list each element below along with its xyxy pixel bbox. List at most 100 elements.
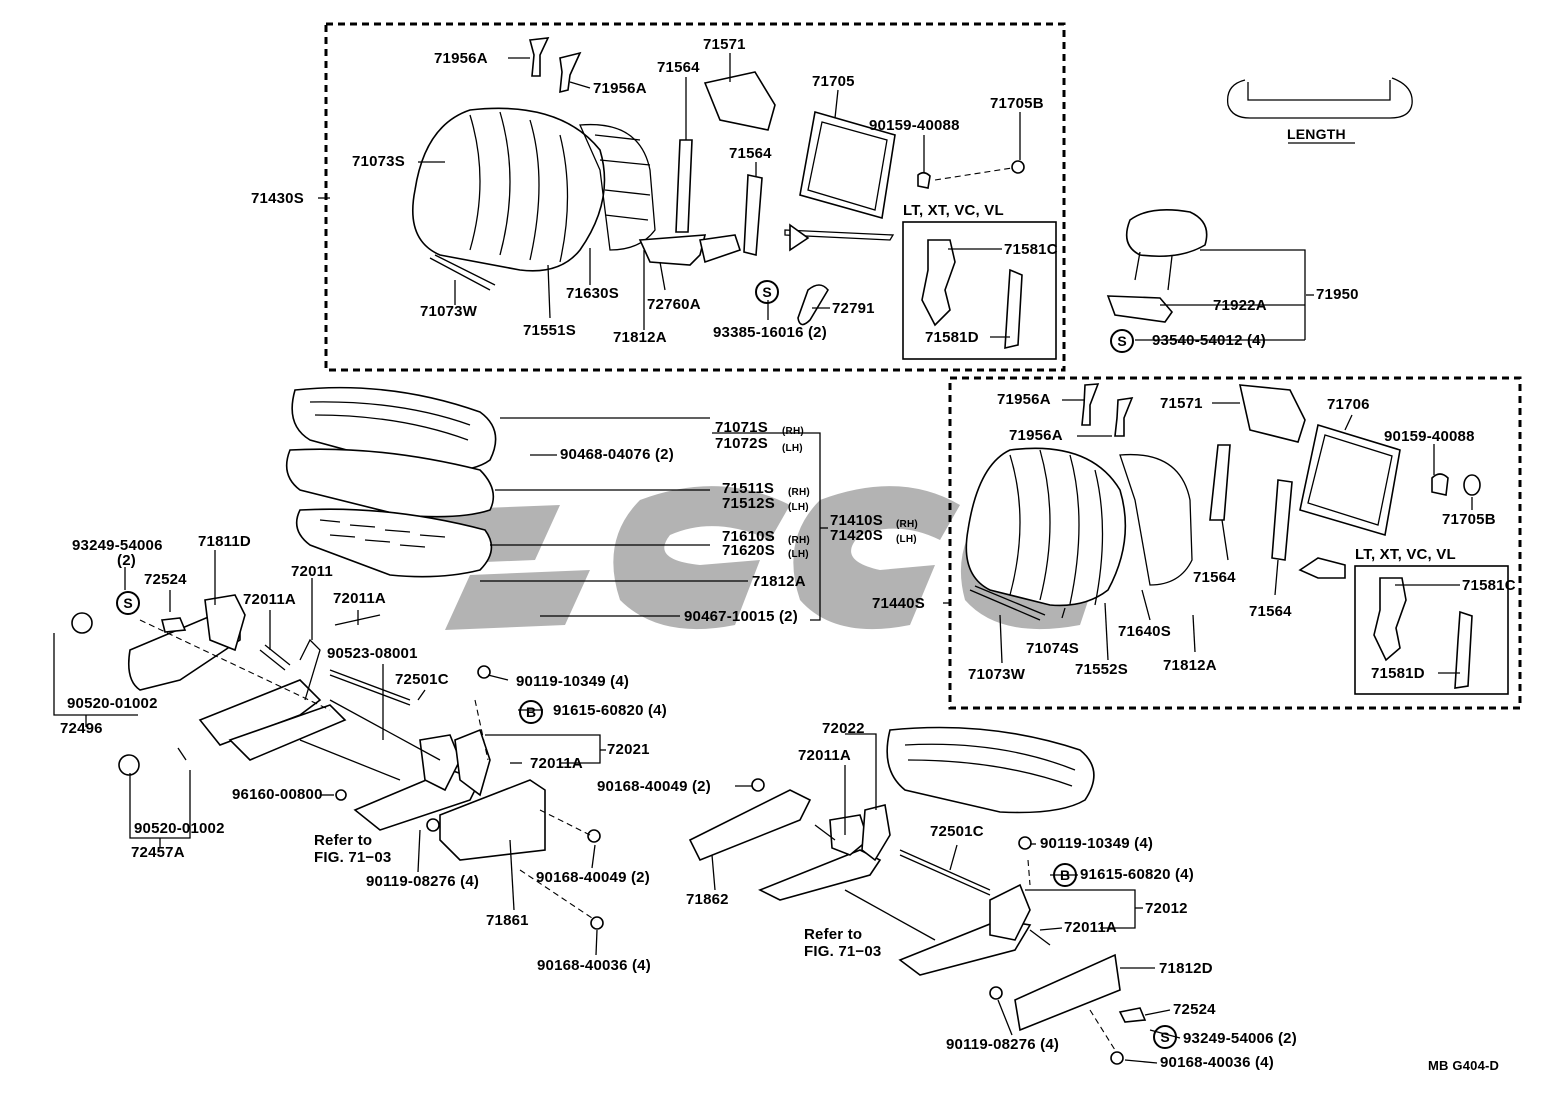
variant-box-right: [1354, 565, 1509, 695]
label-71564-a: 71564: [657, 59, 700, 76]
seat-cushion-illustration: [285, 386, 497, 578]
label-72524-r: 72524: [1173, 1001, 1216, 1018]
label-71512S: 71512S: [722, 495, 775, 512]
label-71581D-top: 71581D: [925, 329, 979, 346]
label-71430S: 71430S: [251, 190, 304, 207]
label-71811D: 71811D: [198, 533, 251, 550]
label-90119-10349-r: 90119-10349 (4): [1040, 835, 1154, 852]
label-72457A: 72457A: [131, 844, 185, 861]
label-lt-xt-vc-vl-top: LT, XT, VC, VL: [903, 202, 1004, 219]
label-71640S: 71640S: [1118, 623, 1171, 640]
label-71571-top: 71571: [703, 36, 746, 53]
label-72496: 72496: [60, 720, 103, 737]
label-mb-code: MB G404-D: [1428, 1058, 1500, 1073]
label-71956A-1: 71956A: [434, 50, 488, 67]
label-72022: 72022: [822, 720, 865, 737]
label-71956A-2: 71956A: [593, 80, 647, 97]
label-72501C-r: 72501C: [930, 823, 984, 840]
variant-box-top: [902, 221, 1057, 360]
length-diagram: [1226, 77, 1413, 144]
label-71862: 71862: [686, 891, 729, 908]
label-93540-54012: 93540-54012 (4): [1152, 332, 1266, 349]
label-fig-71-03-1: FIG. 71−03: [314, 849, 392, 866]
label-71630S: 71630S: [566, 285, 619, 302]
label-71073W-top: 71073W: [420, 303, 478, 320]
label-71581D-r: 71581D: [1371, 665, 1425, 682]
bracket-71581D-top: [1004, 268, 1023, 350]
label-lh-2: (LH): [788, 502, 809, 513]
label-72011: 72011: [291, 563, 333, 580]
bracket-71581C-top: [921, 239, 956, 327]
label-71552S: 71552S: [1075, 661, 1128, 678]
label-90168-40049-b: 90168-40049 (2): [536, 869, 650, 886]
s-marker-4: S: [1153, 1025, 1177, 1049]
label-71551S: 71551S: [523, 322, 576, 339]
label-96160-00800: 96160-00800: [232, 786, 323, 803]
label-72791: 72791: [832, 300, 875, 317]
label-93249-54006-r: 93249-54006 (2): [1183, 1030, 1297, 1047]
label-90520-01002-1: 90520-01002: [67, 695, 158, 712]
b-marker-1: B: [519, 700, 543, 724]
leader-lines: [53, 53, 1473, 1064]
label-length: LENGTH: [1287, 126, 1346, 142]
s-marker-3: S: [116, 591, 140, 615]
label-71074S: 71074S: [1026, 640, 1079, 657]
s-marker-2: S: [1110, 329, 1134, 353]
label-71861: 71861: [486, 912, 529, 929]
label-rh-4: (RH): [788, 535, 810, 546]
label-90523-08001: 90523-08001: [327, 645, 418, 662]
label-72011A-3: 72011A: [530, 755, 583, 772]
label-71956A-4: 71956A: [1009, 427, 1063, 444]
label-71812D: 71812D: [1159, 960, 1213, 977]
seatback-lower-illustration: [965, 383, 1481, 689]
label-71410S: 71410S: [830, 512, 883, 529]
label-71956A-3: 71956A: [997, 391, 1051, 408]
label-91615-60820-l: 91615-60820 (4): [553, 702, 667, 719]
label-lh-1: (LH): [782, 443, 803, 454]
label-71564-d: 71564: [1249, 603, 1292, 620]
headrest-illustration: [1106, 209, 1208, 323]
label-71581C-r: 71581C: [1462, 577, 1516, 594]
label-refer-to-1: Refer to: [314, 832, 373, 849]
upper-seatback-group-box: [324, 22, 1066, 372]
label-rh-1: (RH): [782, 426, 804, 437]
label-71812A-r: 71812A: [1163, 657, 1217, 674]
label-72011A-4: 72011A: [798, 747, 851, 764]
label-71950: 71950: [1316, 286, 1359, 303]
label-90159-40088-top: 90159-40088: [869, 117, 960, 134]
label-93249-54006-l: 93249-54006: [72, 537, 163, 554]
label-90520-01002-2: 90520-01002: [134, 820, 225, 837]
label-rh-2: (RH): [788, 487, 810, 498]
label-71564-b: 71564: [729, 145, 772, 162]
label-71706: 71706: [1327, 396, 1370, 413]
label-72011A-5: 72011A: [1064, 919, 1117, 936]
label-71610S: 71610S: [722, 528, 775, 545]
label-72012: 72012: [1145, 900, 1188, 917]
label-71072S: 71072S: [715, 435, 768, 452]
label-71420S: 71420S: [830, 527, 883, 544]
label-71073W-r: 71073W: [968, 666, 1026, 683]
label-71922A: 71922A: [1213, 297, 1267, 314]
seatback-top-illustration: [412, 37, 1025, 326]
label-71071S: 71071S: [715, 419, 768, 436]
label-90159-40088-r: 90159-40088: [1384, 428, 1475, 445]
label-72501C-l: 72501C: [395, 671, 449, 688]
label-90168-40049-a: 90168-40049 (2): [597, 778, 711, 795]
label-refer-to-2: Refer to: [804, 926, 863, 943]
label-lh-3: (LH): [896, 534, 917, 545]
label-71571-r: 71571: [1160, 395, 1203, 412]
label-71564-c: 71564: [1193, 569, 1236, 586]
label-71511S: 71511S: [722, 480, 775, 497]
label-90119-08276-l: 90119-08276 (4): [366, 873, 480, 890]
label-lh-4: (LH): [788, 549, 809, 560]
label-71620S: 71620S: [722, 542, 775, 559]
s-marker-1: S: [755, 280, 779, 304]
label-71581C-top: 71581C: [1004, 241, 1058, 258]
label-71812A-mid: 71812A: [752, 573, 806, 590]
label-71812A-top: 71812A: [613, 329, 667, 346]
label-72760A: 72760A: [647, 296, 701, 313]
label-72524-l: 72524: [144, 571, 187, 588]
label-71073S: 71073S: [352, 153, 405, 170]
label-72011A-2: 72011A: [333, 590, 386, 607]
